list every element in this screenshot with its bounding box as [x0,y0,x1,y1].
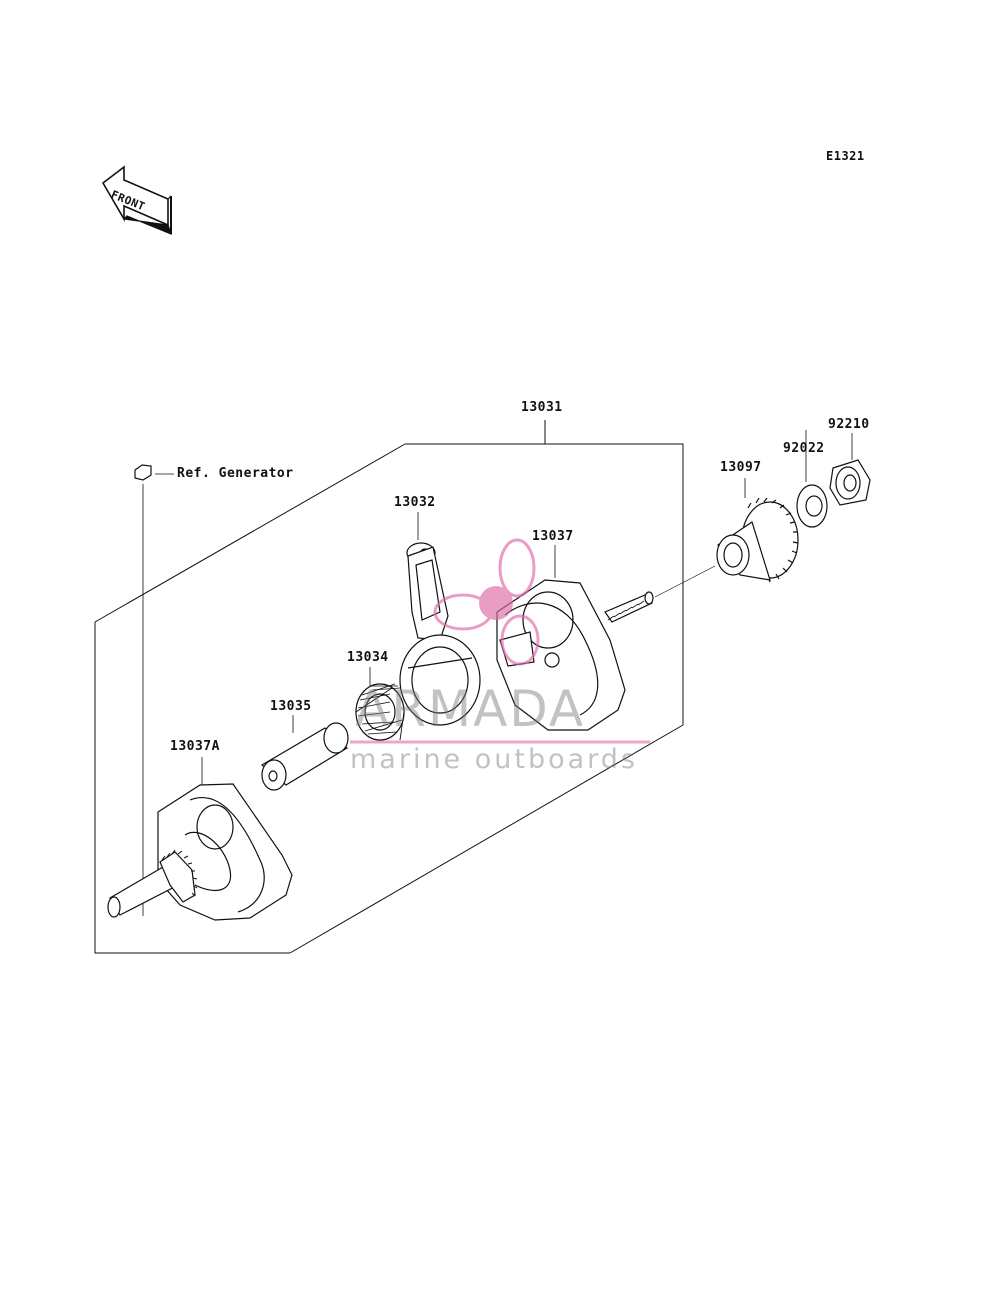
part-label-13037A[interactable]: 13037A [170,739,220,754]
part-label-13097[interactable]: 13097 [720,460,762,475]
crank-left-13037A [107,757,293,921]
washer-92022 [796,430,828,528]
watermark-tagline: marine outboards [350,744,639,775]
part-label-92210[interactable]: 92210 [828,417,870,432]
part-label-13031[interactable]: 13031 [521,400,563,415]
crank-pin-13035 [260,715,349,791]
part-label-13034[interactable]: 13034 [347,650,389,665]
watermark-brand: ARMADA [355,680,586,738]
assembly-bracket [94,420,684,954]
front-arrow-icon [101,165,172,236]
reference-note: Ref. Generator [177,466,294,481]
watermark-logo [433,538,540,666]
part-label-13035[interactable]: 13035 [270,699,312,714]
diagram-code: E1321 [826,149,865,163]
gear-13097 [716,478,799,583]
part-label-13037[interactable]: 13037 [532,529,574,544]
part-label-13032[interactable]: 13032 [394,495,436,510]
woodruff-key [134,464,174,916]
needle-bearing-13034 [355,667,405,741]
part-label-92022[interactable]: 92022 [783,441,825,456]
nut-92210 [829,433,871,506]
connecting-rod-13032 [399,512,481,726]
